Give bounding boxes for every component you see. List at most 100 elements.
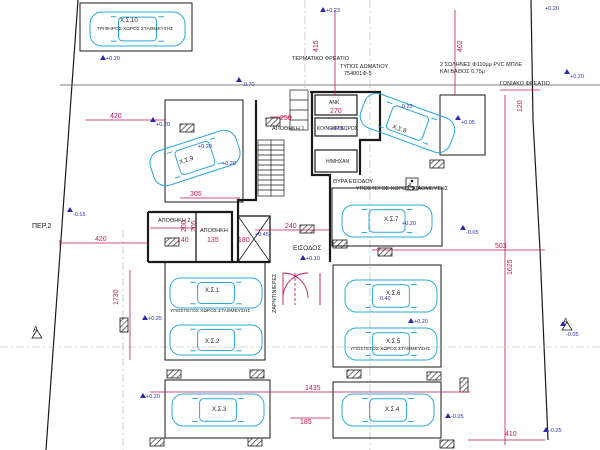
dim-410: 410 — [505, 431, 517, 438]
park-id-10: X.Σ.10 — [120, 18, 138, 24]
bay-x10 — [79, 2, 193, 52]
label-corner-box: ΓΩΝΙΑΚΟ ΦΡΕΑΤΙΟ — [500, 81, 550, 87]
label-pipes: 2 ΣΩΛΗΝΕΣ Φ110μμ PVC ΜΠΛΕ — [440, 62, 522, 68]
level-22: +0.20 — [222, 161, 236, 167]
label-room-type: ΤΥΠΟΣ ΔΩΜΑΤΙΟΥ — [340, 64, 389, 70]
level-9: +0.10 — [306, 256, 320, 262]
dim-1435: 1435 — [305, 385, 321, 392]
level-8: +0.20 — [570, 74, 584, 80]
label-entrance: ΕΙΣΟΔΟΣ — [293, 245, 321, 252]
dim-250: 250 — [280, 115, 292, 122]
label-electric: Η/ΜΗΧΑΝ — [326, 159, 349, 165]
level-6: +0.05 — [461, 120, 475, 126]
dim-200: 200 — [181, 220, 188, 232]
label-meter-box: ΤΕΡΜΑΤΙΚΟ ΦΡΕΑΤΙΟ — [292, 56, 350, 62]
car-outline — [344, 327, 438, 361]
dim-305: 305 — [190, 191, 202, 198]
level-7: -0.15 — [73, 212, 86, 218]
dim-120: 120 — [517, 100, 524, 112]
level-5: +0.20 — [198, 144, 212, 150]
label-main-door: ΘΥΡΑ ΕΙΣΟΔΟΥ — [333, 179, 373, 185]
bay-x7 — [331, 187, 443, 247]
car-outline — [341, 204, 433, 238]
park-sub-5: ΥΠΟΣΤΕΓΟΣ ΧΩΡΟΣ ΣΤΑΘΜΕΥΣΗΣ — [350, 346, 430, 352]
label-storage-3: ΑΠΟΘΗΚΗ — [200, 228, 228, 234]
dim-270: 270 — [330, 108, 342, 115]
stairs — [257, 89, 309, 197]
dim-180: 180 — [238, 237, 250, 244]
entrance-doors — [282, 272, 321, 305]
accessible-icon — [405, 177, 419, 191]
label-pipe-depth: ΚΑΙ ΒΑΘΟΣ 0,75μ — [440, 69, 485, 75]
level-19: -0.20 — [400, 104, 413, 110]
park-id-1: X.Σ.1 — [205, 288, 220, 294]
bay-x4 — [332, 381, 442, 439]
level-21: +0.20 — [402, 221, 416, 227]
building-walls — [146, 90, 382, 264]
dimension-labels: 415 402 250 270 420 420 305 240 140 135 … — [95, 40, 524, 438]
level-14: -0.05 — [566, 332, 579, 338]
dim-205: 205 — [191, 220, 198, 232]
level-13: +0.20 — [146, 394, 160, 400]
label-section-right: Α — [563, 317, 569, 326]
park-id-6: X.Σ.6 — [386, 291, 401, 297]
dim-135: 135 — [207, 237, 219, 244]
level-12: +0.20 — [414, 319, 428, 325]
park-id-4: X.Σ.4 — [385, 407, 400, 413]
parking-labels: X.Σ.10 ΤΡΙΦΗΡΟΣ ΧΩΡΟΣ ΣΤΑΘΜΕΥΣΗΣ X.Σ.9 X… — [97, 18, 430, 413]
level-markers — [67, 7, 570, 432]
property-boundary — [45, 0, 600, 450]
dimension-lines — [59, 10, 545, 445]
annotations: ΤΕΡΜΑΤΙΚΟ ΦΡΕΑΤΙΟ ΤΥΠΟΣ ΔΩΜΑΤΙΟΥ 754001Φ… — [32, 56, 569, 334]
label-room-code: 754001Φ-5 — [344, 71, 372, 77]
park-id-7: X.Σ.7 — [384, 217, 399, 223]
level-4: +0.20 — [156, 122, 170, 128]
car-outline — [89, 11, 186, 47]
label-common: ΚΟΙΝΟΧΡ.ΧΩΡΟΣ — [317, 126, 358, 132]
park-id-9: X.Σ.9 — [179, 156, 195, 166]
elevator-shaft — [237, 215, 271, 263]
level-3: -0.70 — [242, 82, 255, 88]
level-15: -0.05 — [451, 414, 464, 420]
label-per2: ΠΕΡ.2 — [32, 223, 51, 230]
label-storage-1: ΑΠΟΘΗΚΗ 1 — [272, 126, 304, 132]
label-storage-2: ΑΠΟΘΗΚΗ 2 — [158, 218, 190, 224]
dim-415: 415 — [313, 40, 320, 52]
dim-402: 402 — [457, 40, 464, 52]
car-outline — [359, 92, 456, 154]
section-markers — [31, 321, 573, 339]
level-23: -0.40 — [378, 296, 391, 302]
dim-185: 185 — [300, 419, 312, 426]
dim-140: 140 — [177, 237, 189, 244]
columns — [119, 117, 469, 449]
cars-layer — [89, 11, 456, 427]
level-16: -0.25 — [549, 428, 562, 434]
park-id-8: X.Σ.8 — [391, 124, 407, 135]
level-2: +0.23 — [326, 8, 340, 14]
dim-240: 240 — [285, 223, 297, 230]
park-sub-1: ΥΠΟΣΤΕΓΟΣ ΧΩΡΟΣ ΣΤΑΘΜΕΥΣΗΣ — [170, 308, 250, 314]
level-20: +0.45 — [255, 232, 269, 238]
car-outline — [171, 393, 265, 427]
label-elevator: ΑΝΚ — [329, 100, 340, 106]
level-18: +0.05 — [330, 126, 344, 132]
label-planters: ΖΑΡΝΤΙΝΙΕΡΕΣ — [272, 273, 278, 313]
car-outline — [169, 277, 263, 309]
level-labels: +0.20 +0.23 -0.70 +0.20 +0.20 +0.05 -0.1… — [73, 6, 584, 434]
park-id-3: X.Σ.3 — [212, 407, 227, 413]
bay-x3 — [164, 379, 271, 439]
car-outline — [169, 324, 263, 356]
car-outline — [344, 279, 438, 313]
dim-420b: 420 — [95, 236, 107, 243]
bay-block-right — [332, 264, 442, 368]
dim-503: 503 — [495, 243, 507, 250]
park-sub-10: ΤΡΙΦΗΡΟΣ ΧΩΡΟΣ ΣΤΑΘΜΕΥΣΗΣ — [97, 26, 173, 32]
parking-bays — [79, 2, 486, 439]
bay-left-top — [164, 99, 244, 203]
level-11: +0.25 — [148, 316, 162, 322]
level-10: -0.05 — [466, 230, 479, 236]
label-covered-top: ΥΠΟΣΤΕΓΟΣ ΧΩΡΟΣ ΣΤΑΘΜΕΥΣΗΣ — [356, 186, 449, 192]
car-outline — [341, 393, 435, 427]
